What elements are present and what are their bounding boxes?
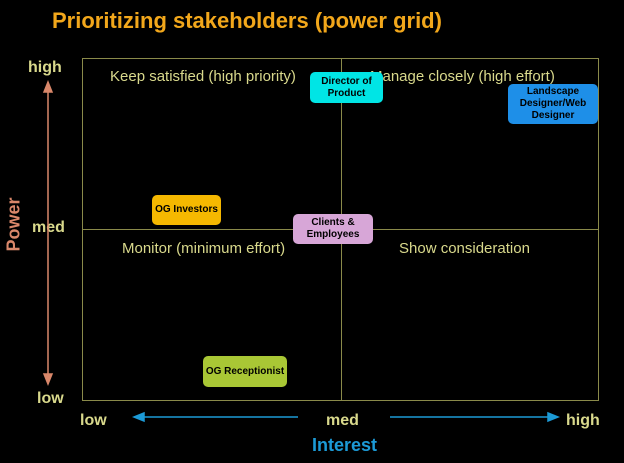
- quadrant-keep-satisfied: Keep satisfied (high priority): [110, 68, 296, 85]
- quadrant-monitor: Monitor (minimum effort): [122, 240, 286, 257]
- stakeholder-clients-employees: Clients & Employees: [293, 214, 373, 244]
- y-tick-low: low: [37, 390, 64, 407]
- diagram-title: Prioritizing stakeholders (power grid): [52, 8, 442, 33]
- stakeholder-og-investors: OG Investors: [152, 195, 221, 225]
- x-tick-high: high: [566, 412, 600, 429]
- interest-arrow-left: [131, 411, 298, 423]
- quadrant-show-consideration: Show consideration: [399, 240, 530, 257]
- power-arrow: [42, 79, 54, 387]
- interest-arrow-right: [390, 411, 561, 423]
- stakeholder-landscape-designer: Landscape Designer/Web Designer: [508, 84, 598, 124]
- x-tick-low: low: [80, 412, 107, 429]
- y-tick-high: high: [28, 59, 62, 76]
- quadrant-manage-closely: Manage closely (high effort): [370, 68, 555, 85]
- stakeholder-director-of-product: Director of Product: [310, 72, 383, 103]
- x-tick-med: med: [326, 412, 359, 429]
- interest-axis-title: Interest: [312, 435, 378, 455]
- stakeholder-og-receptionist: OG Receptionist: [203, 356, 287, 387]
